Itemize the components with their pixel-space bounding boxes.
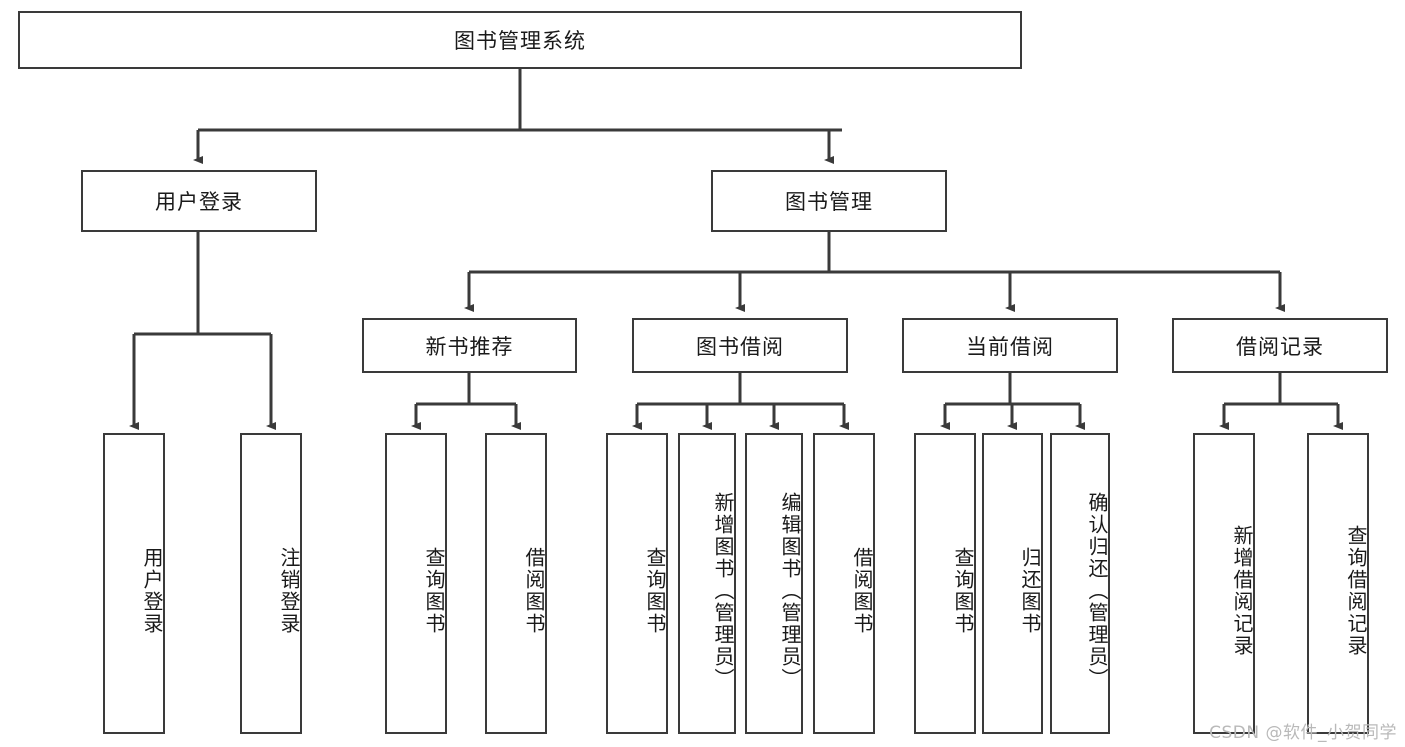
node-leaf-query-book-2[interactable]: 查询图书 — [606, 433, 668, 734]
node-label: 当前借阅 — [966, 334, 1054, 359]
node-label: 注销登录 — [277, 546, 301, 635]
node-current-borrow[interactable]: 当前借阅 — [902, 318, 1118, 373]
node-label: 用户登录 — [155, 190, 243, 214]
node-label: 用户登录 — [140, 546, 164, 635]
node-label: 新增图书（管理员） — [711, 491, 735, 690]
node-user-login[interactable]: 用户登录 — [81, 170, 317, 232]
node-label: 确认归还（管理员） — [1085, 491, 1109, 690]
node-leaf-logout-login[interactable]: 注销登录 — [240, 433, 302, 734]
node-label: 查询图书 — [643, 546, 667, 635]
node-leaf-add-borrow-record[interactable]: 新增借阅记录 — [1193, 433, 1255, 734]
node-leaf-query-book-1[interactable]: 查询图书 — [385, 433, 447, 734]
node-label: 借阅图书 — [522, 546, 546, 635]
node-label: 借阅图书 — [850, 546, 874, 635]
node-label: 查询图书 — [422, 546, 446, 635]
node-root-system[interactable]: 图书管理系统 — [18, 11, 1022, 69]
node-book-manage[interactable]: 图书管理 — [711, 170, 947, 232]
node-borrow-record[interactable]: 借阅记录 — [1172, 318, 1388, 373]
node-leaf-query-book-3[interactable]: 查询图书 — [914, 433, 976, 734]
node-book-borrow[interactable]: 图书借阅 — [632, 318, 848, 373]
node-leaf-edit-book-admin[interactable]: 编辑图书（管理员） — [745, 433, 803, 734]
node-leaf-borrow-book-1[interactable]: 借阅图书 — [485, 433, 547, 734]
node-label: 新增借阅记录 — [1230, 524, 1254, 657]
node-label: 借阅记录 — [1236, 334, 1324, 359]
node-leaf-borrow-book-2[interactable]: 借阅图书 — [813, 433, 875, 734]
node-label: 归还图书 — [1018, 546, 1042, 635]
node-leaf-return-book[interactable]: 归还图书 — [982, 433, 1043, 734]
node-label: 查询借阅记录 — [1344, 524, 1368, 657]
node-leaf-query-borrow-record[interactable]: 查询借阅记录 — [1307, 433, 1369, 734]
node-label: 编辑图书（管理员） — [778, 491, 802, 690]
node-label: 图书管理 — [785, 190, 873, 214]
node-leaf-user-login[interactable]: 用户登录 — [103, 433, 165, 734]
node-leaf-confirm-return-admin[interactable]: 确认归还（管理员） — [1050, 433, 1110, 734]
node-label: 新书推荐 — [425, 334, 514, 359]
node-leaf-add-book-admin[interactable]: 新增图书（管理员） — [678, 433, 736, 734]
node-label: 查询图书 — [951, 546, 975, 635]
node-label: 图书管理系统 — [454, 29, 586, 53]
node-new-book-recommend[interactable]: 新书推荐 — [362, 318, 577, 373]
node-label: 图书借阅 — [696, 334, 784, 359]
